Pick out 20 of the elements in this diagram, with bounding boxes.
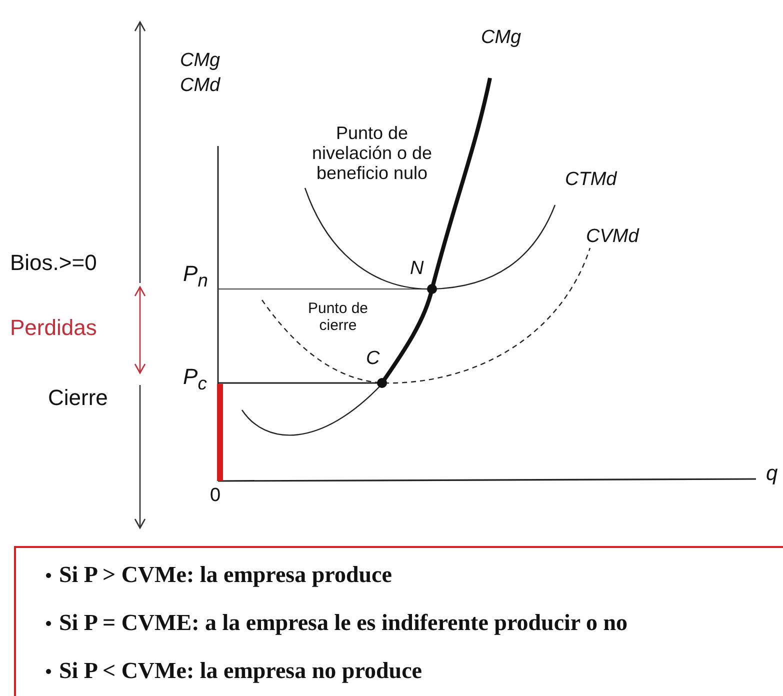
price-label: P$_{n}$ <box>183 262 208 291</box>
curve-label: CVMd <box>586 227 639 248</box>
condition-text: Si P > CVMe: la empresa produce <box>59 562 392 588</box>
range-label: Bios.>=0 <box>10 251 97 276</box>
axis-label: CMg <box>180 51 220 72</box>
point-label: C <box>366 349 380 370</box>
axis-label: CMd <box>180 76 220 97</box>
axis-origin-label: 0 <box>210 486 221 507</box>
range-label: Cierre <box>48 386 108 410</box>
condition-text: Si P = CVME: a la empresa le es indiferente producir o no <box>59 610 628 636</box>
curve-label: CMg <box>481 28 522 49</box>
range-label: Perdidas <box>10 316 97 340</box>
curve-label: CTMd <box>565 170 617 191</box>
price-label: P$_{c}$ <box>183 365 207 394</box>
point-label: N <box>410 259 424 280</box>
point-annotation: Punto de cierre <box>306 301 370 334</box>
axis-label: q <box>766 462 778 486</box>
point-annotation: Punto de nivelación o de beneficio nulo <box>310 124 434 184</box>
condition-text: Si P < CVMe: la empresa no produce <box>59 658 422 684</box>
note-box <box>14 546 783 696</box>
